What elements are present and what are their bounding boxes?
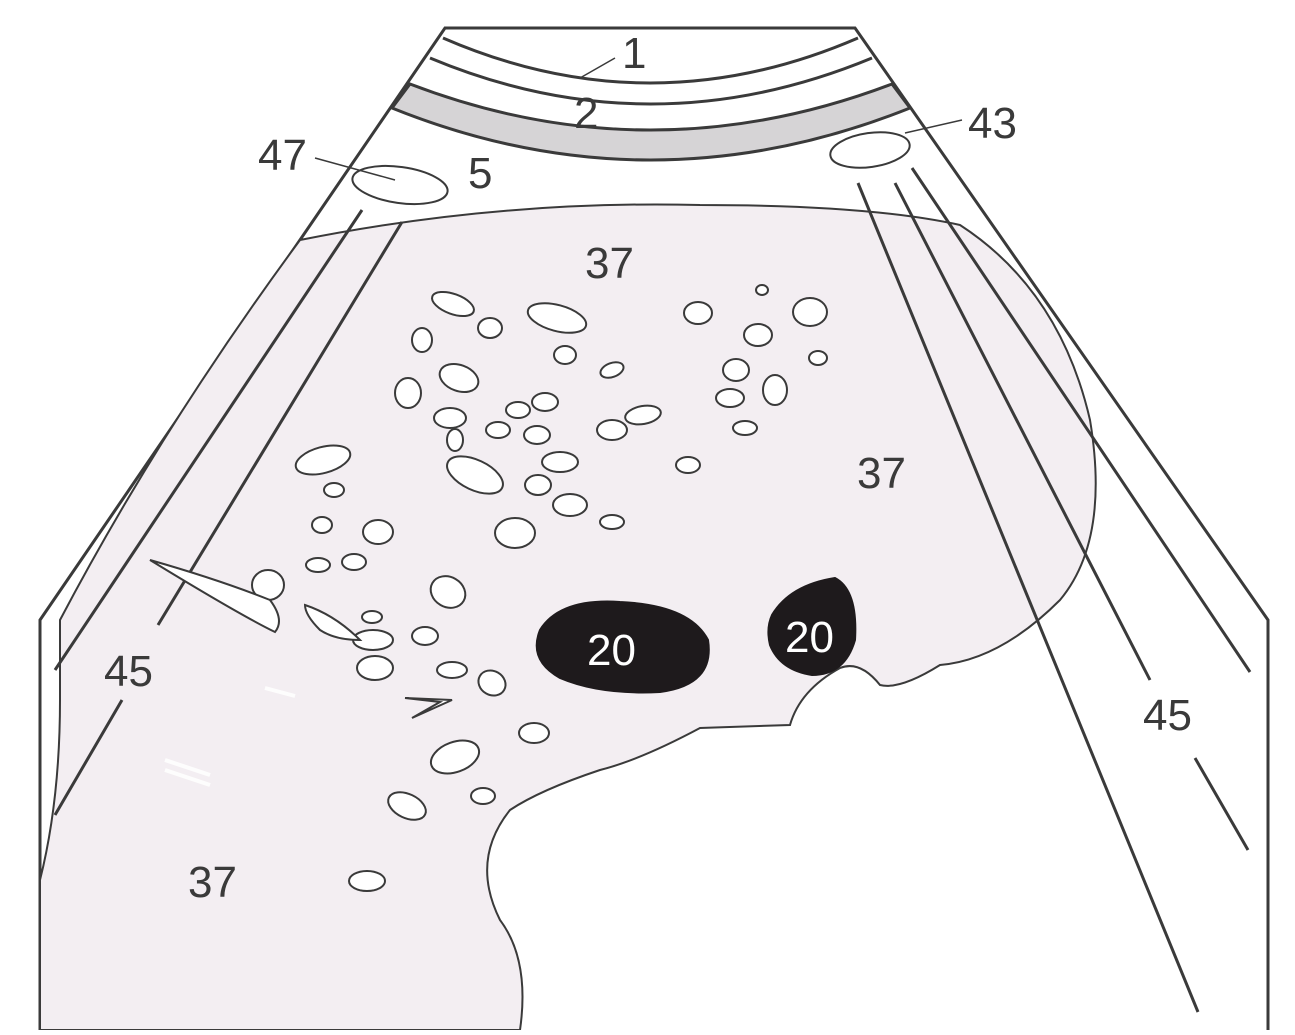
vessel-section (763, 375, 787, 405)
vessel-section (716, 389, 744, 407)
vessel-section (362, 611, 382, 623)
vessel-section (684, 302, 712, 324)
vessel-section (447, 429, 463, 451)
label-37-top: 37 (585, 239, 634, 288)
leader-line-43 (905, 120, 962, 133)
vessel-section (437, 662, 467, 678)
vessel-section (553, 494, 587, 516)
label-45-right: 45 (1143, 691, 1192, 740)
label-37-right: 37 (857, 449, 906, 498)
label-2: 2 (574, 89, 598, 138)
skin-layer-arc-1 (443, 38, 858, 83)
vessel-section (676, 457, 700, 473)
vessel-section (349, 871, 385, 891)
vessel-section (723, 359, 749, 381)
vessel-section (412, 627, 438, 645)
label-43: 43 (968, 99, 1017, 148)
vessel-section (756, 285, 768, 295)
label-1: 1 (622, 29, 646, 78)
vessel-section (434, 408, 466, 428)
vessel-section (519, 723, 549, 743)
label-37-bottom: 37 (188, 858, 237, 907)
skin-layer-arc-2 (430, 58, 872, 104)
vessel-section (412, 328, 432, 352)
vessel-section (312, 517, 332, 533)
vessel-section (600, 515, 624, 529)
vessel-section (733, 421, 757, 435)
label-45-left: 45 (104, 647, 153, 696)
vessel-section (793, 298, 827, 326)
label-20-left: 20 (587, 626, 636, 675)
vessel-section (809, 351, 827, 365)
vessel-section (324, 483, 344, 497)
rib-line-right-2b (1195, 758, 1248, 850)
vessel-section (744, 324, 772, 346)
vessel-section (554, 346, 576, 364)
vessel-section (357, 656, 393, 680)
vessel-section (471, 788, 495, 804)
vessel-section (524, 426, 550, 444)
leader-line-1 (580, 58, 615, 78)
label-47: 47 (258, 131, 307, 180)
label-20-right: 20 (785, 613, 834, 662)
label-5: 5 (468, 149, 492, 198)
vessel-section (306, 558, 330, 572)
vessel-section (525, 475, 551, 495)
vessel-section (542, 452, 578, 472)
vessel-43 (828, 128, 912, 173)
vessel-section (597, 420, 627, 440)
vessel-section (478, 318, 502, 338)
vessel-section (495, 518, 535, 548)
vessel-section (342, 554, 366, 570)
vessel-section (395, 378, 421, 408)
vessel-47 (350, 160, 450, 209)
vessel-section (532, 393, 558, 411)
vessel-section (486, 422, 510, 438)
vessel-section (506, 402, 530, 418)
vessel-section (363, 520, 393, 544)
